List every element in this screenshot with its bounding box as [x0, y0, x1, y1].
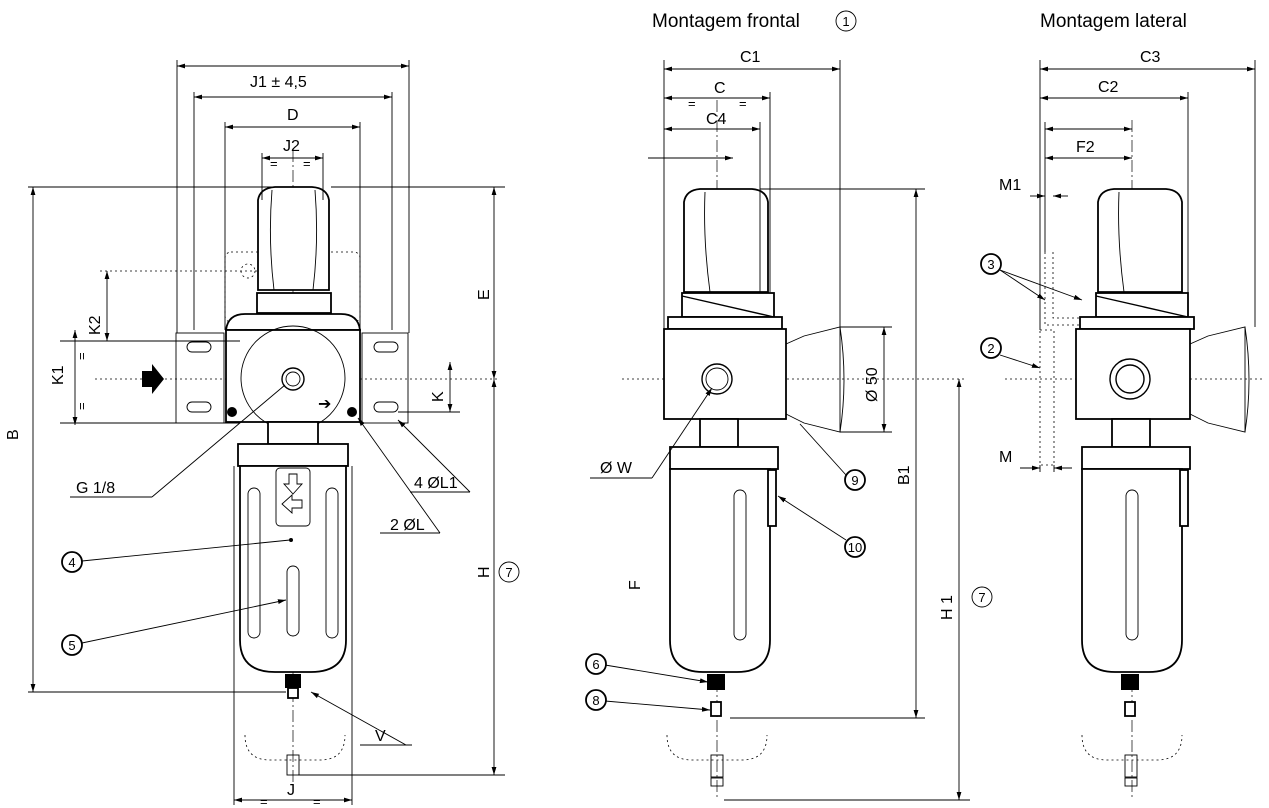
callout-10 [844, 536, 866, 558]
dim-label-C: C [714, 80, 726, 97]
svg-text:1: 1 [842, 14, 849, 29]
dim-label-C4: C4 [706, 111, 727, 128]
side-mount-view: Montagem lateral [980, 11, 1265, 800]
svg-text:7: 7 [505, 565, 512, 580]
svg-text:=: = [688, 96, 696, 111]
dim-label-M: M [999, 449, 1012, 466]
sight-glass [286, 565, 300, 637]
svg-text:=: = [74, 352, 89, 360]
dim-label-M1: M1 [999, 177, 1021, 194]
adjustment-knob [257, 186, 330, 291]
callout-5 [61, 634, 83, 656]
dim-label-C3: C3 [1140, 49, 1161, 66]
label-V: V [375, 728, 386, 745]
drain-valve [285, 674, 301, 688]
callout-3 [980, 253, 1002, 275]
regulator-body [225, 329, 361, 423]
svg-text:9: 9 [851, 473, 858, 488]
dim-label-K: K [430, 391, 447, 402]
dim-label-D: D [287, 107, 299, 124]
dim-label-B: B [5, 429, 22, 440]
bowl-side [669, 468, 771, 673]
svg-text:6: 6 [592, 657, 599, 672]
dim-label-J1: J1 ± 4,5 [250, 74, 307, 91]
svg-text:5: 5 [68, 638, 75, 653]
front-mount-view: Montagem frontal 1 C1 [585, 10, 993, 801]
front-view: ➔ J1 ± 4,5 D J2 = = [5, 60, 520, 808]
svg-text:10: 10 [848, 540, 862, 555]
svg-text:=: = [313, 794, 321, 808]
svg-text:4: 4 [68, 555, 75, 570]
knob-side [683, 188, 769, 293]
callout-7-frontal [971, 586, 993, 608]
dim-label-F: F [627, 580, 644, 590]
callout-8 [585, 689, 607, 711]
svg-text:=: = [303, 156, 311, 171]
svg-text:8: 8 [592, 693, 599, 708]
left-bracket-plate [175, 332, 225, 424]
bowl-lock-tab [275, 467, 311, 527]
callout-7-front [498, 561, 520, 583]
callout-9 [844, 469, 866, 491]
title-front-mount: Montagem frontal [652, 11, 800, 32]
dim-label-K2: K2 [87, 315, 104, 335]
lock-lever [767, 469, 777, 527]
filter-bowl [239, 465, 347, 673]
svg-text:7: 7 [978, 590, 985, 605]
callout-2 [980, 337, 1002, 359]
port-W [701, 363, 733, 395]
label-G18: G 1/8 [76, 480, 115, 497]
callout-4 [61, 551, 83, 573]
dim-label-H1: H 1 [939, 595, 956, 620]
callout-1 [835, 10, 857, 32]
dim-label-B1: B1 [896, 465, 913, 485]
callout-6 [585, 653, 607, 675]
mount-hole-right [347, 407, 357, 417]
svg-text:=: = [74, 402, 89, 410]
dim-label-E: E [476, 289, 493, 300]
dim-label-J: J [287, 782, 295, 799]
svg-text:2: 2 [987, 341, 994, 356]
svg-text:=: = [739, 96, 747, 111]
dim-label-K1: K1 [50, 365, 67, 385]
dim-label-D50: Ø 50 [864, 367, 881, 402]
svg-text:➔: ➔ [318, 396, 331, 413]
body-side [663, 328, 787, 420]
svg-text:3: 3 [987, 257, 994, 272]
gauge-side [785, 326, 841, 433]
right-bracket-plate [361, 332, 409, 424]
dim-label-C2: C2 [1098, 79, 1119, 96]
dim-label-J2: J2 [283, 138, 300, 155]
mount-hole-left [227, 407, 237, 417]
bonnet [256, 292, 332, 314]
label-2-L: 2 ØL [390, 517, 425, 534]
flow-direction-arrow [142, 364, 164, 394]
title-side-mount: Montagem lateral [1040, 11, 1187, 32]
svg-text:=: = [260, 794, 268, 808]
svg-text:=: = [270, 156, 278, 171]
bowl-ring [237, 443, 349, 467]
gauge-port [281, 367, 305, 391]
dim-label-H: H [476, 566, 493, 578]
label-W: Ø W [600, 460, 633, 477]
label-4-L1: 4 ØL1 [414, 475, 458, 492]
dim-label-C1: C1 [740, 49, 761, 66]
dim-label-F2: F2 [1076, 139, 1095, 156]
